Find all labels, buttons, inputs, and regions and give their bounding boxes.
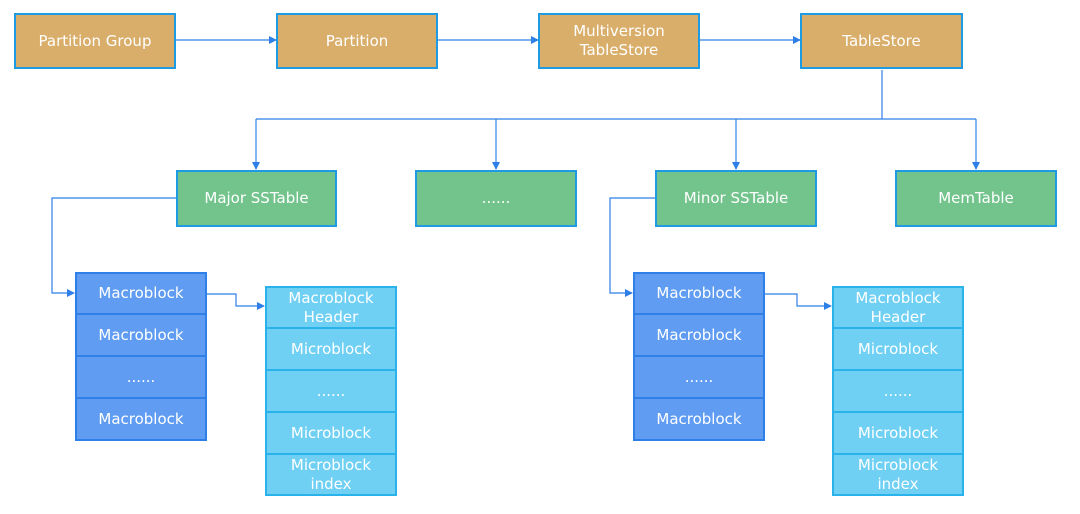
right-detail-cell: Microblock [832,411,964,455]
right-macroblock-cell: ...... [633,355,765,399]
right-detail-cell: Microblock [832,327,964,371]
left-detail-label-2: ...... [316,381,346,400]
arrow-minor-to-macroblock [609,197,656,297]
right-detail-cell: Macroblock Header [832,286,964,329]
right-macroblock-label-2: ...... [684,367,714,386]
left-macroblock-label-3: Macroblock [98,409,184,428]
right-detail-label-0: Macroblock Header [855,288,941,326]
left-detail-cell: Microblock [265,411,397,455]
left-macroblock-label-1: Macroblock [98,325,184,344]
major-sstable-label: Major SSTable [204,189,309,207]
right-detail-label-2: ...... [883,381,913,400]
memtable-box: MemTable [895,170,1057,227]
right-detail-cell: ...... [832,369,964,413]
major-sstable-box: Major SSTable [176,170,337,227]
partition-box: Partition [276,13,438,69]
left-detail-cell: Macroblock Header [265,286,397,329]
ellipsis-sstable-box: ...... [415,170,577,227]
right-detail-label-4: Microblock index [857,455,939,493]
left-detail-label-1: Microblock [290,339,372,358]
left-macroblock-label-2: ...... [126,367,156,386]
arrow-major-to-macroblock [51,197,176,297]
left-macroblock-cell: Macroblock [75,397,207,441]
right-macroblock-cell: Macroblock [633,272,765,315]
left-detail-cell: Microblock index [265,453,397,496]
multiversion-tablestore-label: Multiversion TableStore [573,22,665,59]
partition-label: Partition [325,31,389,50]
right-detail-label-3: Microblock [857,423,939,442]
tablestore-box: TableStore [800,13,963,69]
left-macroblock-label-0: Macroblock [98,284,184,302]
left-detail-label-4: Microblock index [290,455,372,493]
ellipsis-sstable-label: ...... [481,189,511,207]
arrow-left-macro-to-detail [206,293,265,310]
right-macroblock-label-3: Macroblock [656,409,742,428]
left-macroblock-cell: ...... [75,355,207,399]
minor-sstable-box: Minor SSTable [655,170,817,227]
left-detail-cell: Microblock [265,327,397,371]
left-detail-label-0: Macroblock Header [288,288,374,326]
partition-group-box: Partition Group [14,13,176,69]
right-detail-label-1: Microblock [857,339,939,358]
left-detail-cell: ...... [265,369,397,413]
left-macroblock-cell: Macroblock [75,272,207,315]
right-macroblock-cell: Macroblock [633,313,765,357]
right-macroblock-label-0: Macroblock [656,284,742,302]
minor-sstable-label: Minor SSTable [683,189,789,207]
left-macroblock-cell: Macroblock [75,313,207,357]
left-detail-label-3: Microblock [290,423,372,442]
right-macroblock-label-1: Macroblock [656,325,742,344]
memtable-label: MemTable [938,189,1014,207]
tablestore-label: TableStore [842,31,921,50]
arrow-right-macro-to-detail [765,293,832,310]
multiversion-tablestore-box: Multiversion TableStore [538,13,700,69]
right-macroblock-cell: Macroblock [633,397,765,441]
partition-group-label: Partition Group [38,31,152,50]
right-detail-cell: Microblock index [832,453,964,496]
